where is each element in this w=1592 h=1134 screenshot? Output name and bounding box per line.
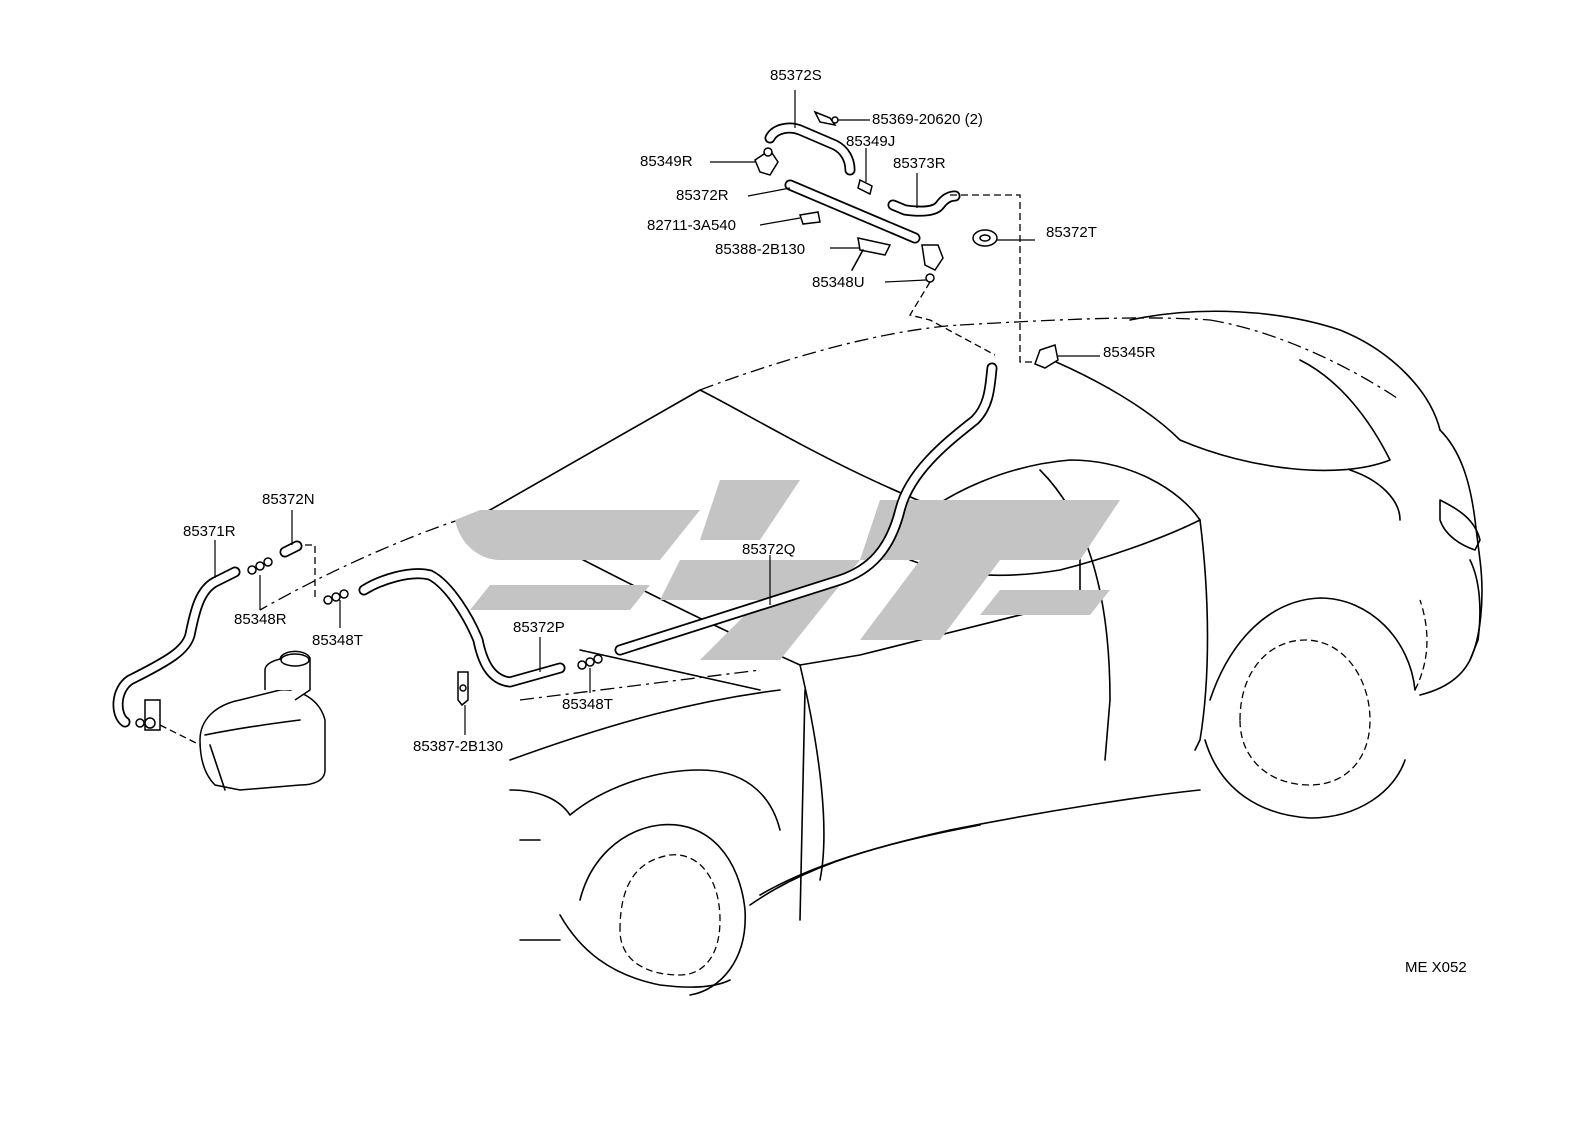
label-85349J: 85349J: [846, 133, 895, 150]
small-parts: [247, 110, 1059, 707]
label-85372Q: 85372Q: [742, 541, 795, 558]
diagram-code: ME X052: [1405, 959, 1467, 976]
washer-hoses: [112, 122, 998, 728]
label-85348T-a: 85348T: [312, 632, 363, 649]
label-85372P: 85372P: [513, 619, 565, 636]
label-85349R: 85349R: [640, 153, 693, 170]
label-85373R: 85373R: [893, 155, 946, 172]
label-85388-2B130: 85388-2B130: [715, 241, 805, 258]
label-85348R: 85348R: [234, 611, 287, 628]
label-85369-20620: 85369-20620 (2): [872, 111, 983, 128]
label-85372N: 85372N: [262, 491, 315, 508]
part-labels: 85372S 85369-20620 (2) 85349J 85349R 853…: [183, 67, 1467, 976]
label-85348U: 85348U: [812, 274, 865, 291]
car-body-outline: [259, 310, 1483, 996]
label-85372T: 85372T: [1046, 224, 1097, 241]
label-85372S: 85372S: [770, 67, 822, 84]
label-82711-3A540: 82711-3A540: [647, 217, 736, 234]
leader-lines: [214, 90, 1100, 735]
label-85348T-b: 85348T: [562, 696, 613, 713]
label-85371R: 85371R: [183, 523, 236, 540]
label-85387-2B130: 85387-2B130: [413, 738, 503, 755]
routing-lines: [305, 194, 1035, 600]
washer-tank: [135, 650, 326, 791]
label-85372R: 85372R: [676, 187, 729, 204]
label-85345R: 85345R: [1103, 344, 1156, 361]
